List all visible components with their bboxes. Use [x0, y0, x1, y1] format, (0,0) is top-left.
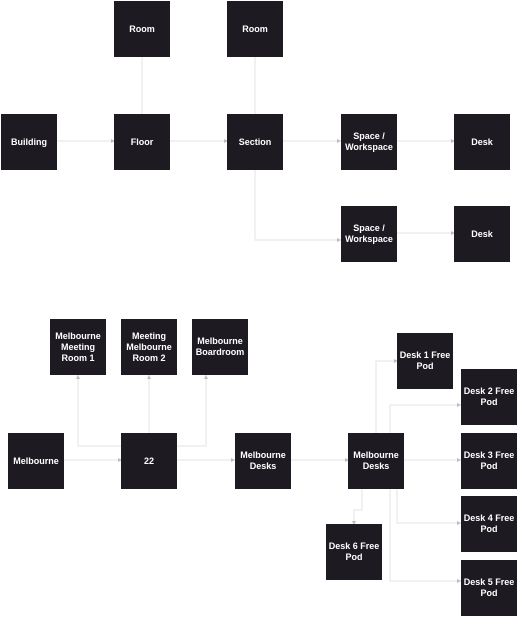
- node-floor: Floor: [114, 114, 170, 170]
- arrow-head: [147, 375, 151, 379]
- arrow-head: [224, 139, 228, 143]
- arrow-head: [337, 238, 341, 242]
- node-room-2: Room: [227, 1, 283, 57]
- node-desk-3-free-pod: Desk 3 Free Pod: [461, 433, 517, 489]
- arrow-head: [111, 139, 115, 143]
- arrow-head: [76, 375, 80, 379]
- node-desk-5-free-pod: Desk 5 Free Pod: [461, 560, 517, 616]
- arrow-head: [457, 403, 461, 407]
- node-building: Building: [1, 114, 57, 170]
- node-desk-6-free-pod: Desk 6 Free Pod: [326, 524, 382, 580]
- arrow-head: [394, 359, 398, 363]
- node-level-22: 22: [121, 433, 177, 489]
- node-space-2: Space / Workspace: [341, 206, 397, 262]
- node-space-1: Space / Workspace: [341, 114, 397, 170]
- node-desk-4-free-pod: Desk 4 Free Pod: [461, 496, 517, 552]
- node-desks-space: Melbourne Desks: [348, 433, 404, 489]
- arrow-head: [451, 139, 455, 143]
- node-meeting-room-1: Melbourne Meeting Room 1: [50, 319, 106, 375]
- node-section: Section: [227, 114, 283, 170]
- connector-22-boardroom: [177, 375, 207, 447]
- arrow-head: [204, 375, 208, 379]
- node-meeting-room-2: Meeting Melbourne Room 2: [121, 319, 177, 375]
- arrow-head: [337, 139, 341, 143]
- connector-desks-space-desk-1: [375, 360, 398, 433]
- node-boardroom: Melbourne Boardroom: [192, 319, 248, 375]
- connector-desks-space-desk-6: [353, 488, 363, 525]
- node-room-1: Room: [114, 1, 170, 57]
- arrow-head: [457, 521, 461, 525]
- connector-desks-space-desk-4: [396, 488, 461, 524]
- arrow-head: [451, 231, 455, 235]
- node-desk-1-free-pod: Desk 1 Free Pod: [397, 333, 453, 389]
- arrow-head: [457, 458, 461, 462]
- node-desk-2: Desk: [454, 206, 510, 262]
- connector-desks-space-desk-5: [389, 488, 461, 582]
- connector-22-meeting-room-1: [77, 375, 122, 447]
- arrow-head: [457, 579, 461, 583]
- node-desks-section: Melbourne Desks: [235, 433, 291, 489]
- arrow-head: [118, 458, 122, 462]
- node-desk-2-free-pod: Desk 2 Free Pod: [461, 369, 517, 425]
- connector-desks-space-desk-2: [389, 404, 461, 433]
- node-melbourne: Melbourne: [8, 433, 64, 489]
- arrow-head: [231, 458, 235, 462]
- node-desk-1: Desk: [454, 114, 510, 170]
- connector-section-space-2: [254, 170, 341, 241]
- arrow-head: [345, 458, 349, 462]
- arrow-head: [352, 521, 356, 525]
